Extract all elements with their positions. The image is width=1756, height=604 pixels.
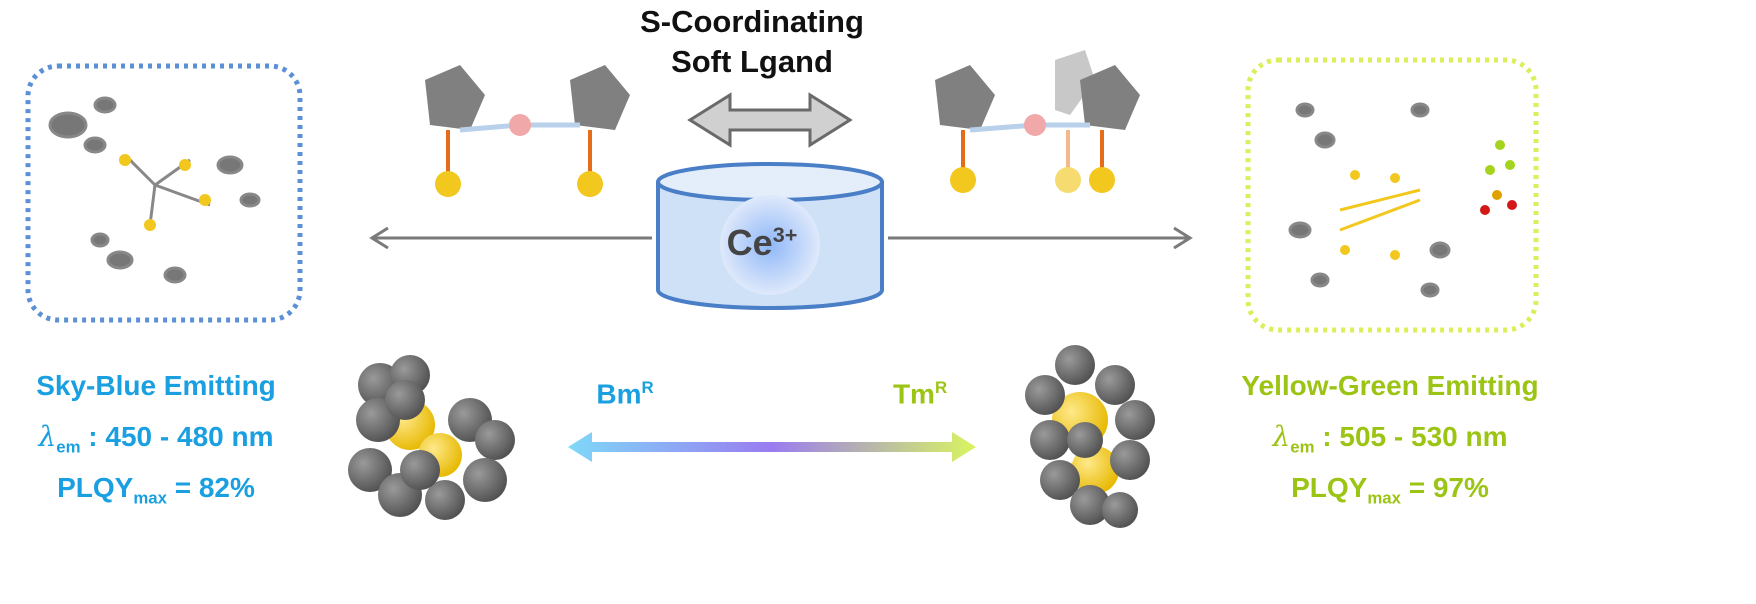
plqy-label: PLQY [57, 472, 134, 503]
left-structure-frame [25, 63, 303, 323]
right-lambda: λem : 505 - 530 nm [1273, 420, 1508, 458]
tm-sup: R [934, 378, 948, 397]
right-structure-frame [1245, 57, 1539, 333]
tm-ligand-cartoon [935, 50, 1140, 193]
left-range: : 450 - 480 nm [88, 421, 274, 452]
lambda-sub: em [56, 437, 81, 457]
right-plqy: PLQYmax = 97% [1291, 472, 1489, 509]
left-lambda: λem : 450 - 480 nm [39, 420, 274, 458]
right-plqy-value: = 97% [1408, 472, 1489, 503]
left-plqy: PLQYmax = 82% [57, 472, 255, 509]
plqy-sub: max [1367, 488, 1401, 508]
lambda-symbol: λ [38, 420, 57, 453]
left-arrow [369, 226, 652, 250]
bm-ligand-label: BmR [596, 378, 653, 410]
ce-cylinder [656, 162, 884, 310]
title-line2: Soft Lgand [671, 44, 833, 79]
left-crystal-structure [48, 96, 261, 284]
emission-gradient-arrow [568, 432, 976, 462]
right-crystal-structure [1288, 102, 1517, 298]
bm-space-filling-model [348, 355, 515, 520]
right-range: : 505 - 530 nm [1322, 421, 1508, 452]
ce-ion-label: Ce3+ [727, 222, 798, 264]
exchange-double-arrow [687, 92, 853, 148]
ion-symbol: Ce [726, 222, 773, 263]
right-arrow [888, 226, 1193, 250]
left-plqy-value: = 82% [174, 472, 255, 503]
tm-ligand-label: TmR [893, 378, 947, 410]
plqy-label: PLQY [1291, 472, 1368, 503]
title-line1: S-Coordinating [640, 4, 864, 39]
bm-sup: R [641, 378, 654, 397]
lambda-symbol: λ [1272, 420, 1291, 453]
left-heading: Sky-Blue Emitting [36, 370, 276, 401]
plqy-sub: max [133, 488, 167, 508]
ion-charge: 3+ [772, 222, 798, 247]
bm-ligand-cartoon [425, 65, 630, 197]
right-heading: Yellow-Green Emitting [1241, 370, 1539, 401]
lambda-sub: em [1290, 437, 1315, 457]
ce-ion-sphere [720, 195, 820, 295]
tm-space-filling-model [1025, 345, 1155, 528]
bm-name: Bm [596, 378, 642, 410]
tm-name: Tm [892, 378, 935, 410]
